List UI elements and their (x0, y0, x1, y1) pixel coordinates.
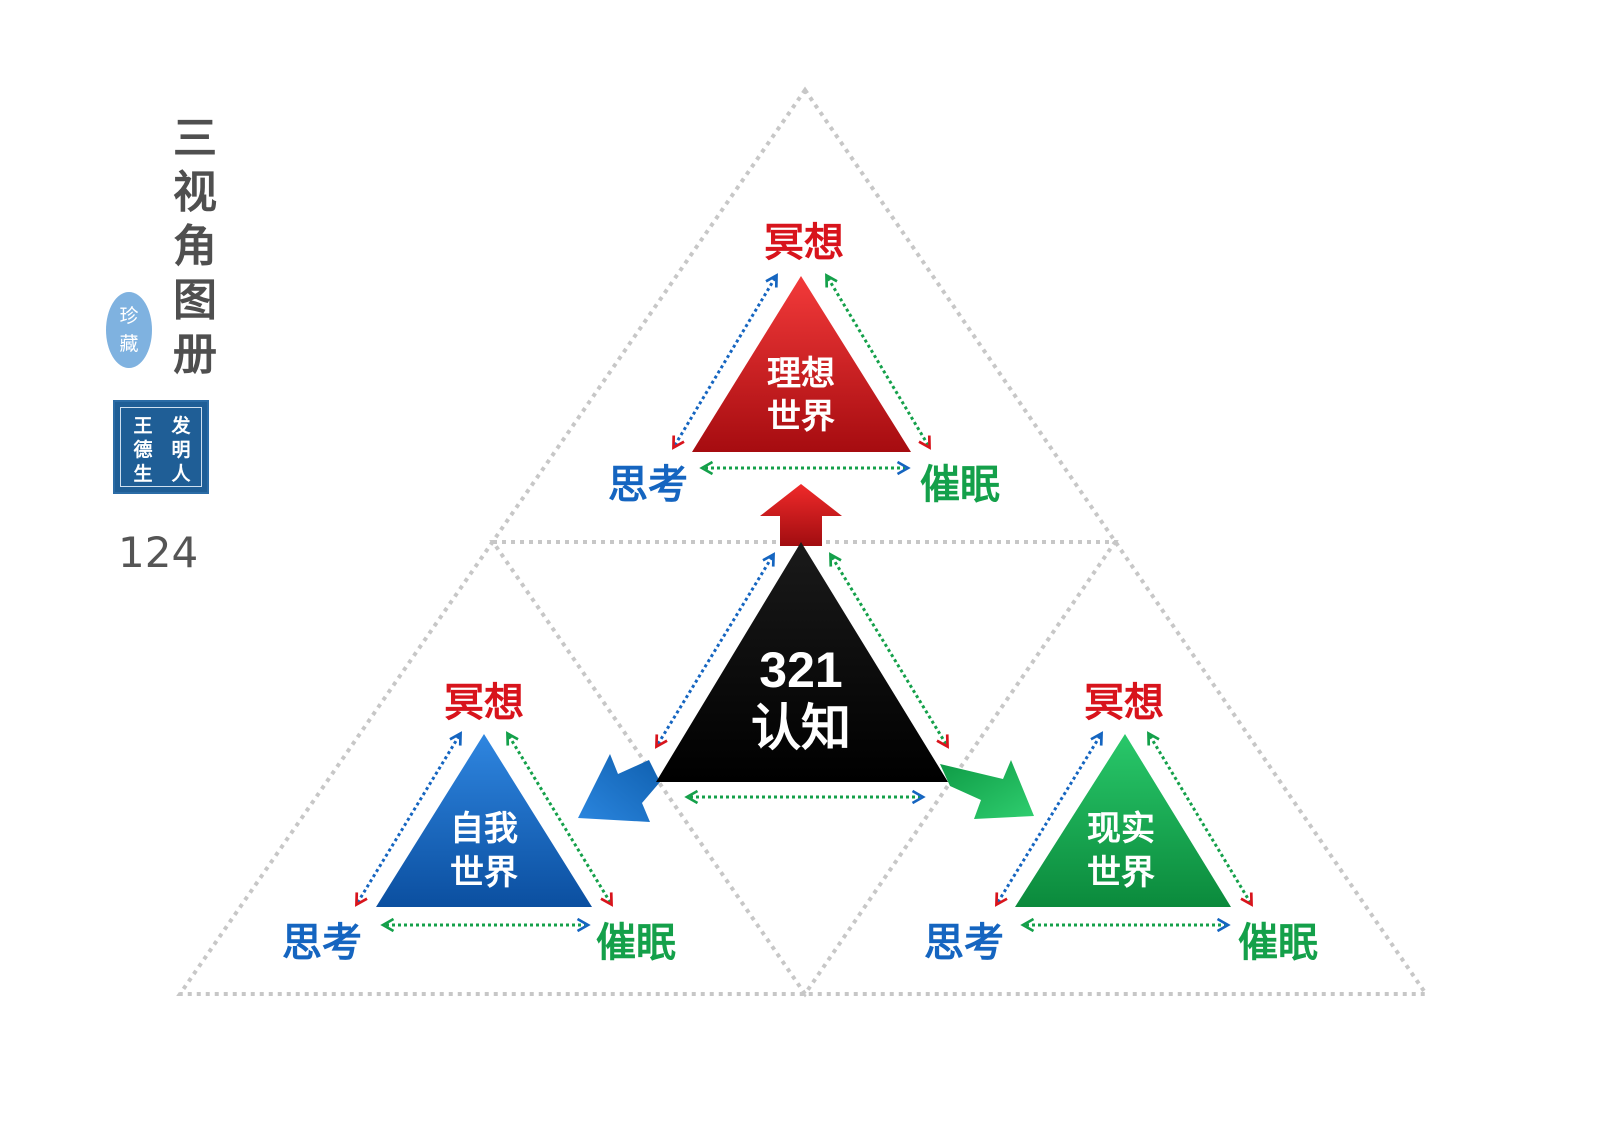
arrow-line-right-side (829, 552, 949, 749)
triangle-label-line1: 理想 (767, 355, 835, 393)
triangle-label-line2: 世界 (1087, 854, 1155, 892)
apex-label: 冥想 (1084, 681, 1164, 725)
apex-label: 冥想 (764, 221, 844, 265)
arrow-left-blue (578, 754, 660, 822)
seal-char: 王 (133, 415, 153, 437)
arrow-line-left-side (655, 552, 775, 749)
title-char: 图 (173, 275, 217, 326)
triangle-label-line1: 现实 (1087, 810, 1155, 848)
oval-seal: 珍 藏 (106, 292, 152, 368)
seal-char: 生 (133, 463, 153, 485)
arrow-up-red (760, 484, 842, 546)
arrow-line-left-side (995, 731, 1103, 907)
arrow-line-right-side (506, 731, 613, 907)
square-seal: 发 明 人 王 德 生 (113, 400, 209, 494)
title-char: 三 (173, 113, 217, 164)
page-number: 124 (118, 528, 199, 577)
apex-label: 冥想 (444, 681, 524, 725)
seal-char: 明 (171, 439, 191, 461)
left-corner-label: 思考 (608, 463, 688, 507)
triangle-label-line1: 自我 (450, 810, 518, 848)
seal-char: 德 (133, 439, 153, 461)
seal-column: 发 明 人 (165, 414, 197, 486)
title-char: 视 (173, 167, 217, 218)
arrow-line-right-side (825, 273, 931, 450)
triangle-label-line1: 321 (759, 642, 842, 698)
seal-char: 发 (171, 415, 191, 437)
arrow-right-green (940, 760, 1034, 819)
title-char: 角 (173, 221, 217, 272)
right-triangle-group: 现实 世界 冥想 思考 催眠 (924, 681, 1318, 965)
top-triangle-group: 理想 世界 冥想 思考 催眠 (608, 221, 1000, 507)
seal-column: 王 德 生 (127, 414, 159, 486)
triangle-label-line2: 世界 (450, 854, 518, 892)
oval-seal-char: 珍 (119, 305, 139, 327)
arrow-line-left-side (355, 731, 462, 907)
center-triangle-group: 321 认知 (655, 542, 949, 805)
arrow-line-left-side (672, 273, 778, 450)
left-corner-label: 思考 (282, 921, 362, 965)
seal-char: 人 (171, 463, 191, 485)
right-corner-label: 催眠 (920, 463, 1000, 507)
right-corner-label: 催眠 (1238, 921, 1318, 965)
triangle-label-line2: 世界 (767, 398, 835, 436)
left-corner-label: 思考 (924, 921, 1004, 965)
right-corner-label: 催眠 (596, 921, 676, 965)
oval-seal-char: 藏 (119, 333, 139, 355)
title-char: 册 (173, 329, 217, 380)
vertical-title: 三 视 角 图 册 (168, 112, 222, 382)
triangle-label-line2: 认知 (751, 700, 851, 756)
outline-grid (176, 86, 1430, 998)
arrow-line-right-side (1147, 731, 1253, 907)
left-triangle-group: 自我 世界 冥想 思考 催眠 (282, 681, 676, 965)
